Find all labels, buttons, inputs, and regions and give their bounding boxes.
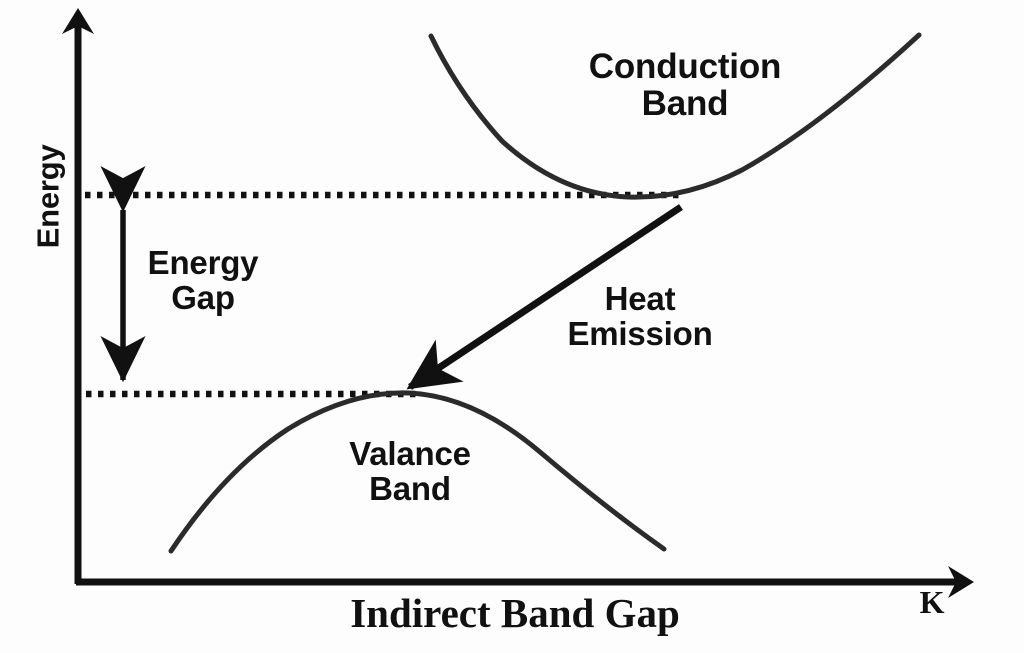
y-axis-arrowhead xyxy=(62,8,94,34)
heat-emission-arrow xyxy=(406,204,683,390)
y-axis xyxy=(62,8,94,584)
valence-band-curve xyxy=(168,390,667,554)
energy-gap-label: Energy Gap xyxy=(147,244,259,316)
y-axis-label: Energy xyxy=(30,144,66,249)
x-axis-label: K xyxy=(919,584,945,620)
figure-caption: Indirect Band Gap xyxy=(350,590,680,636)
heat-emission-label: Heat Emission xyxy=(567,280,713,352)
conduction-band-curve xyxy=(428,32,922,200)
conduction-band-label: Conduction Band xyxy=(588,47,782,124)
valence-band-label: Valance Band xyxy=(349,435,471,507)
x-axis-arrowhead xyxy=(948,566,974,598)
x-axis xyxy=(76,566,974,598)
